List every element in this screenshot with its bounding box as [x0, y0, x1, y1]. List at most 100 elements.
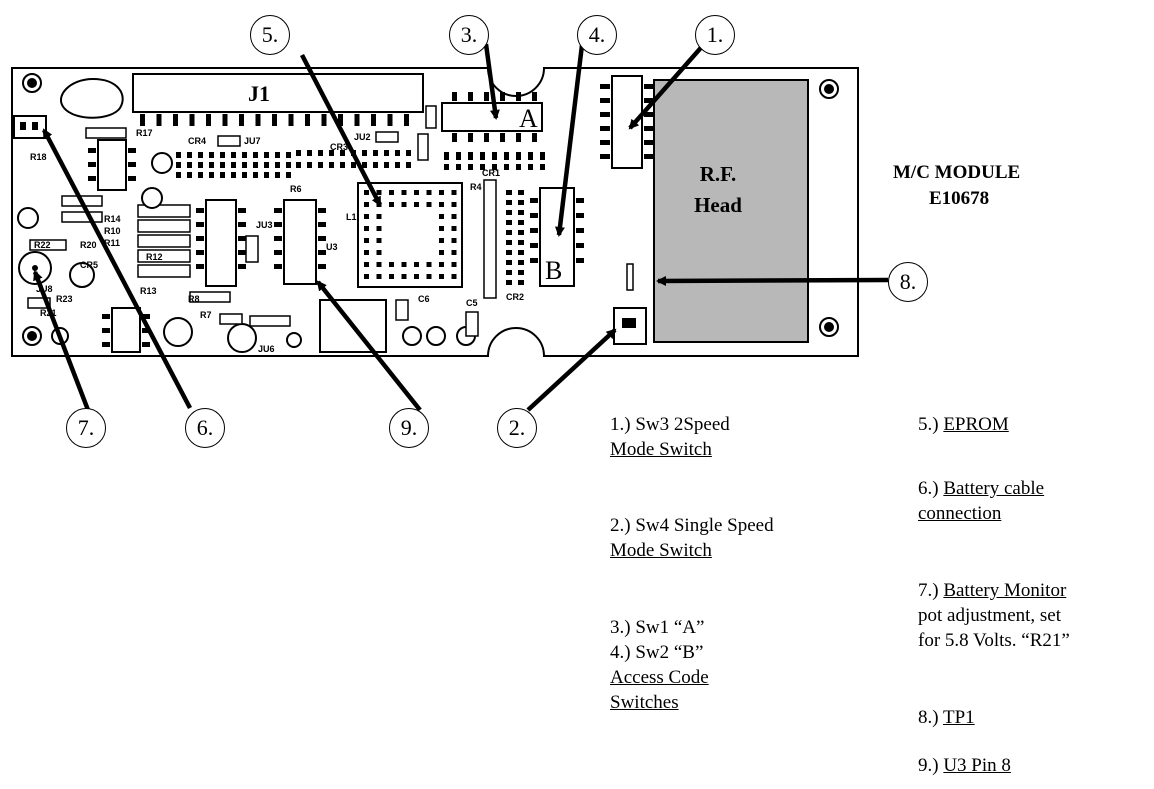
- pad: [504, 152, 509, 160]
- silk-r7: R7: [200, 310, 212, 320]
- legend-1-line2: Mode Switch: [610, 439, 712, 460]
- silk-l1: L1: [346, 212, 357, 222]
- pad: [176, 152, 181, 158]
- j1-pin: [321, 114, 327, 126]
- silk-r17: R17: [136, 128, 153, 138]
- legend-2-line1: 2.) Sw4 Single Speed: [610, 515, 774, 536]
- j1-pin: [371, 114, 376, 126]
- switch-b-pins: [530, 198, 584, 263]
- legend-5: 5.) EPROM: [918, 414, 1009, 435]
- pad: [296, 162, 301, 168]
- pad: [286, 172, 291, 178]
- pad: [351, 162, 356, 168]
- j1-pin: [305, 114, 310, 126]
- legend-8: 8.) TP1: [918, 707, 975, 728]
- pad: [518, 270, 524, 275]
- pad: [518, 200, 524, 205]
- ic-top-left: [97, 139, 127, 191]
- silk-ju2: JU2: [354, 132, 371, 142]
- eprom-pin: [414, 202, 419, 207]
- transistors: [17, 152, 257, 353]
- pad: [384, 150, 389, 156]
- rf-head-label-1: R.F.: [700, 162, 737, 186]
- pad: [340, 150, 345, 156]
- pad: [492, 152, 497, 160]
- pad: [296, 150, 301, 156]
- eprom-pin: [439, 274, 444, 279]
- pad: [264, 172, 269, 178]
- arrow-9: [316, 280, 422, 412]
- u3-ic: [283, 199, 317, 285]
- pad: [231, 172, 236, 178]
- pad-field: [176, 150, 545, 285]
- pad: [209, 152, 214, 158]
- j1-pin: [206, 114, 211, 126]
- j1-pin: [239, 114, 244, 126]
- pad: [318, 150, 323, 156]
- j1-pin: [156, 114, 162, 126]
- legend-34-line2: Access Code: [610, 667, 709, 688]
- legend-7-line1: 7.) Battery Monitor: [918, 580, 1067, 601]
- silk-ju3: JU3: [256, 220, 273, 230]
- pad: [540, 152, 545, 160]
- ic-left: [205, 199, 237, 287]
- eprom-pin: [439, 250, 444, 255]
- pad: [253, 162, 258, 168]
- pad: [506, 210, 512, 215]
- silk-r20: R20: [80, 240, 97, 250]
- pad: [187, 162, 192, 168]
- eprom-pin: [376, 226, 382, 231]
- pad: [329, 162, 334, 168]
- pad: [176, 162, 181, 168]
- pad: [444, 152, 449, 160]
- pad: [406, 150, 411, 156]
- legend-7-line2: pot adjustment, set: [918, 605, 1062, 626]
- pad: [456, 164, 461, 170]
- pad: [286, 152, 291, 158]
- silk-r14: R14: [104, 214, 121, 224]
- eprom-pin: [389, 202, 394, 207]
- battery-connector: [13, 115, 47, 139]
- silk-r10: R10: [104, 226, 121, 236]
- silk-cr1: CR1: [482, 168, 500, 178]
- eprom-pin: [414, 274, 419, 279]
- silk-ju7: JU7: [244, 136, 261, 146]
- arrow-6: [42, 128, 192, 410]
- pad: [275, 172, 280, 178]
- callout-3: 3.: [449, 15, 489, 55]
- silk-r21: R21: [40, 308, 57, 318]
- pad: [480, 152, 485, 160]
- silk-cr2: CR2: [506, 292, 524, 302]
- pad: [506, 230, 512, 235]
- silk-u3: U3: [326, 242, 338, 252]
- j1-label: J1: [248, 81, 270, 106]
- eprom-pin: [426, 274, 432, 279]
- pad: [395, 150, 400, 156]
- eprom-pin: [439, 190, 444, 195]
- pad: [506, 240, 512, 245]
- eprom-pin: [414, 190, 419, 195]
- silk-c6: C6: [418, 294, 430, 304]
- switch-a-pins: [452, 92, 537, 142]
- legend-9: 9.) U3 Pin 8: [918, 755, 1011, 776]
- silk-cr5: CR5: [80, 260, 98, 270]
- pad: [187, 172, 192, 178]
- eprom-pin: [389, 274, 394, 279]
- eprom-pin: [376, 274, 382, 279]
- pad: [406, 162, 411, 168]
- silk-r23: R23: [56, 294, 73, 304]
- eprom-pin: [364, 214, 369, 219]
- pad: [480, 164, 485, 170]
- eprom-pin: [389, 262, 394, 267]
- j1-pin: [173, 114, 178, 126]
- eprom-pin: [439, 202, 444, 207]
- silk-r22: R22: [34, 240, 51, 250]
- eprom-pin: [401, 274, 407, 279]
- j1-pins: [140, 114, 409, 126]
- pad: [468, 152, 473, 160]
- eprom-socket: [357, 182, 463, 288]
- jumpers: [27, 105, 479, 337]
- eprom-pin: [401, 262, 407, 267]
